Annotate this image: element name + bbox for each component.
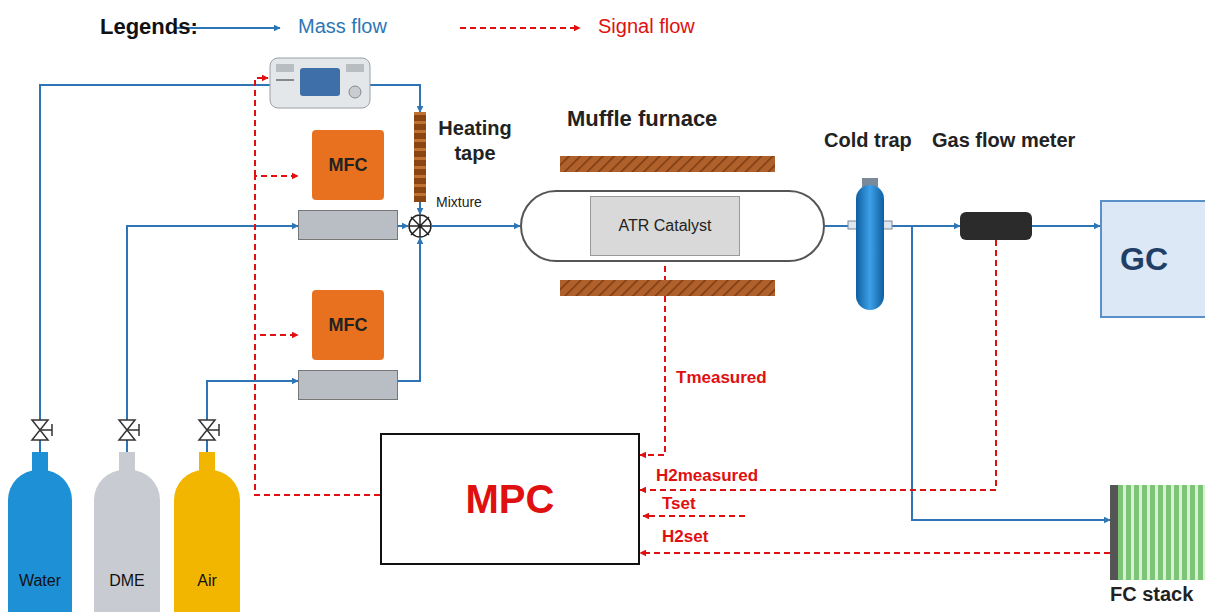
catalyst-bed: ATR Catalyst [590, 196, 740, 256]
heating-tape: Heating tape [414, 112, 426, 202]
controller-body: MFC [312, 130, 384, 200]
mass-flow-connector [432, 225, 520, 227]
controller-body: MFC [312, 290, 384, 360]
gas-cylinder: DME [94, 470, 160, 612]
legend-text: Signal flow [598, 15, 695, 38]
gas-chromatograph: GC [1100, 200, 1205, 318]
controller-base [298, 370, 398, 400]
node-heading: Cold trap [824, 129, 912, 152]
controller-base [298, 210, 398, 240]
node-label: MPC [466, 477, 555, 522]
node-heading: Heating tape [432, 116, 518, 166]
node-label: MFC [329, 315, 368, 336]
cylinder-neck [32, 452, 48, 472]
node-label: MFC [329, 155, 368, 176]
mass-flow-controller: MFC [298, 290, 398, 400]
fuel-cell-stack: FC stack [1110, 485, 1205, 580]
mass-flow-connector [127, 226, 298, 470]
mass-flow-connector [1032, 225, 1100, 227]
gas-flow-meter: Gas flow meter [960, 212, 1032, 240]
signal-name: Tset [662, 494, 696, 514]
signal-connector [640, 552, 1110, 554]
cold-trap: Cold trap [856, 185, 884, 310]
node-label: GC [1120, 241, 1168, 278]
signal-name: H2set [662, 527, 708, 547]
valve-symbol [32, 420, 219, 440]
node-label: DME [109, 572, 145, 590]
cylinder-neck [199, 452, 215, 472]
reactor-vessel: Muffle furnaceATR Catalyst [520, 190, 825, 262]
legend-text: Mass flow [298, 15, 387, 38]
mixing-valve: Mixture [408, 214, 432, 238]
mass-flow-connector [40, 85, 420, 470]
syringe-pump [270, 58, 370, 108]
mass-flow-connector [398, 238, 420, 381]
mass-flow-connector [398, 225, 408, 227]
gas-cylinder: Water [8, 470, 72, 612]
node-label: ATR Catalyst [618, 217, 711, 235]
node-label: Air [197, 572, 217, 590]
signal-branch [255, 78, 268, 176]
furnace-wall [560, 156, 775, 172]
node-label: Water [19, 572, 61, 590]
node-heading: Mixture [436, 194, 482, 210]
signal-name: H2measured [656, 466, 758, 486]
node-heading: FC stack [1110, 583, 1193, 606]
cylinder-neck [119, 452, 135, 472]
controller-box: MPC [380, 433, 640, 565]
furnace-wall [560, 280, 775, 296]
signal-connector [640, 240, 996, 490]
signal-name: Tmeasured [676, 368, 767, 388]
valve-symbol [408, 214, 432, 238]
mass-flow-connector [419, 202, 421, 214]
legend-heading: Legends: [100, 14, 198, 40]
signal-flow-sample [460, 27, 580, 29]
node-heading: Muffle furnace [567, 106, 717, 132]
gas-cylinder: Air [174, 470, 240, 612]
node-heading: Gas flow meter [932, 129, 1075, 152]
mass-flow-connector [207, 381, 298, 470]
mass-flow-controller: MFC [298, 130, 398, 240]
signal-input [643, 515, 745, 517]
